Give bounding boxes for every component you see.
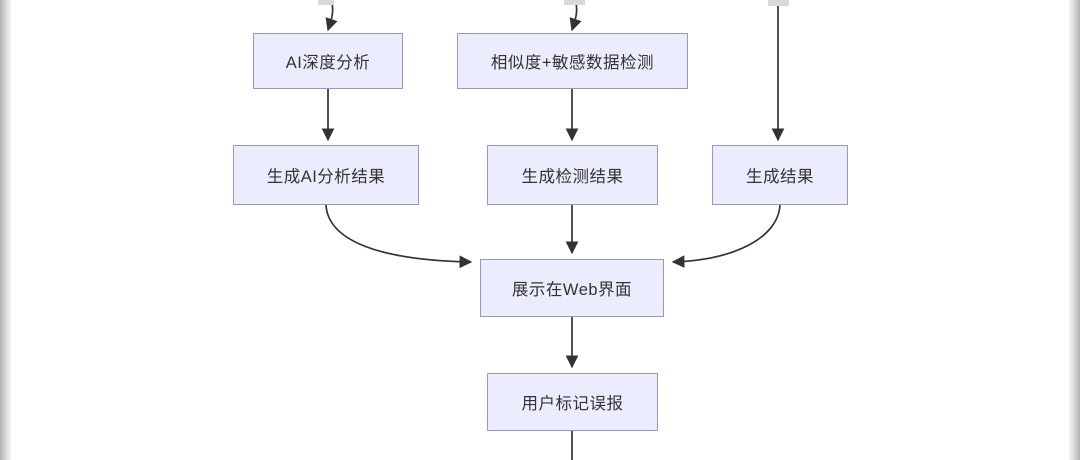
node-ai-analysis: AI深度分析 — [253, 33, 403, 89]
node-gen-result: 生成结果 — [712, 145, 848, 205]
page-gutter-left — [0, 0, 12, 460]
node-user-mark-false-positive: 用户标记误报 — [487, 373, 658, 431]
edge-gen-result-to-web — [671, 204, 781, 268]
node-gen-detect-result: 生成检测结果 — [487, 145, 658, 205]
node-gen-result-label: 生成结果 — [746, 168, 814, 186]
cutoff-node-stub-right — [768, 0, 789, 6]
edge-gen-ai-to-web — [325, 204, 473, 269]
node-gen-ai-result: 生成AI分析结果 — [233, 145, 419, 205]
edge-top-to-ai-analysis — [325, 2, 338, 32]
node-web-display: 展示在Web界面 — [480, 259, 664, 317]
node-similarity-detection: 相似度+敏感数据检测 — [457, 33, 688, 89]
node-gen-detect-result-label: 生成检测结果 — [521, 168, 624, 186]
node-user-mark-false-positive-label: 用户标记误报 — [521, 395, 624, 413]
edge-top-to-similarity — [569, 2, 582, 32]
node-ai-analysis-label: AI深度分析 — [285, 54, 371, 72]
cutoff-node-stub-middle — [564, 0, 585, 5]
cutoff-node-stub-left — [318, 0, 334, 5]
node-similarity-detection-label: 相似度+敏感数据检测 — [490, 54, 655, 72]
node-web-display-label: 展示在Web界面 — [511, 281, 633, 299]
node-gen-ai-result-label: 生成AI分析结果 — [266, 168, 386, 186]
page-gutter-right — [1068, 0, 1080, 460]
